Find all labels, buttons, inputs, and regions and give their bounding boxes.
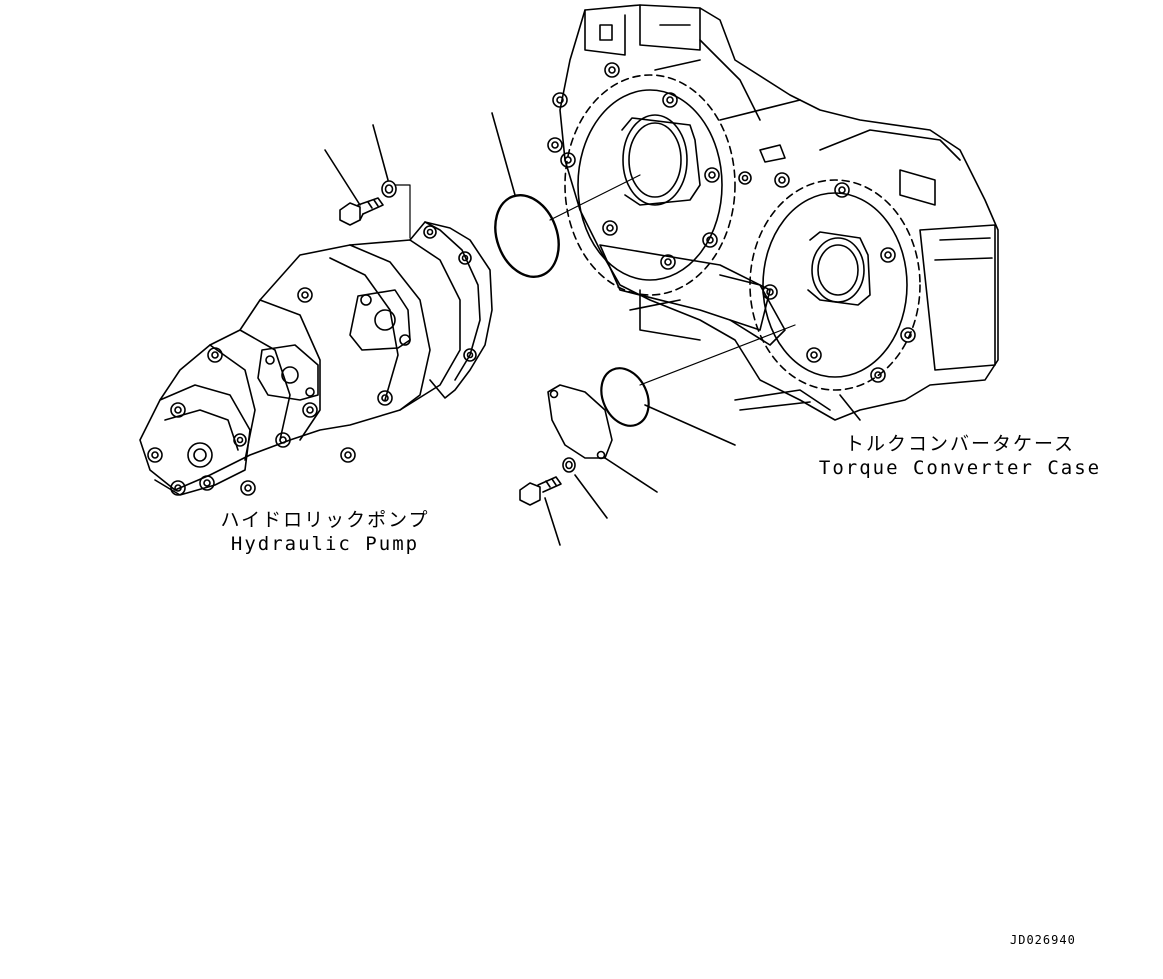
pump-mount-washer [381, 180, 397, 198]
torque-converter-case-label-en: Torque Converter Case [818, 457, 1102, 479]
hydraulic-pump-label-en: Hydraulic Pump [230, 533, 420, 555]
pump-o-ring [494, 194, 560, 278]
torque-converter-case [547, 4, 999, 421]
leader-line-pump-o-ring [491, 112, 516, 196]
leader-line-pump-bolt [324, 149, 361, 206]
left-bore [622, 114, 688, 206]
leader-line-pump-washer [372, 124, 389, 181]
leader-line-cover-o-ring [644, 404, 736, 446]
guide-line-o-ring-to-case [549, 174, 641, 221]
hydraulic-pump [139, 221, 493, 496]
left-flange-bolts [547, 62, 720, 270]
cover-o-ring [600, 367, 650, 427]
pump-mount-bolt [339, 197, 384, 226]
leader-line-cover-plate [604, 457, 658, 493]
guide-line-washer-to-pump [394, 184, 411, 239]
guide-line-cover-to-case [639, 324, 796, 386]
pump-body [139, 239, 461, 491]
leader-line-cover-washer [574, 474, 608, 519]
right-flange-ring [749, 179, 921, 391]
left-flange-ring [564, 74, 736, 296]
hydraulic-pump-label-jp: ハイドロリックポンプ [220, 509, 430, 531]
cover-washer [562, 457, 576, 473]
case-housing-outline [559, 4, 999, 421]
pump-body-bolts [147, 287, 393, 496]
pump-mount-flange [409, 221, 493, 399]
torque-converter-case-label-jp: トルクコンバータケース [844, 433, 1076, 455]
cover-plate [547, 384, 613, 460]
cover-bolt [519, 476, 562, 506]
pump-port-flange [349, 289, 411, 351]
leader-line-cover-bolt [544, 497, 561, 546]
drawing-reference-code: JD026940 [1010, 933, 1076, 947]
torque-converter-case-label: トルクコンバータケース Torque Converter Case [810, 432, 1110, 480]
hydraulic-pump-label: ハイドロリックポンプ Hydraulic Pump [205, 508, 445, 556]
right-bore [811, 237, 865, 303]
